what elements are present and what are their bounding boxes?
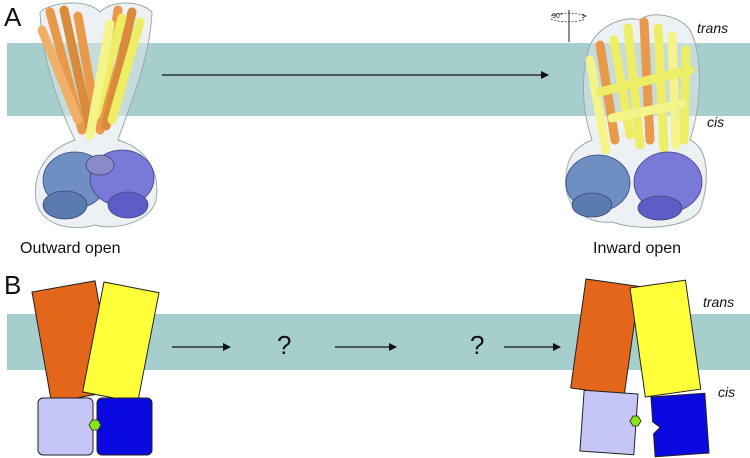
cis-label-a: cis xyxy=(707,114,725,130)
rotation-indicator xyxy=(550,10,587,42)
trans-label-b: trans xyxy=(703,294,735,310)
tmd-yellow-block-inward xyxy=(629,279,702,398)
nbd-domains-outward xyxy=(42,149,155,220)
tmd-helices-inward xyxy=(585,17,695,155)
nbd-blue-block xyxy=(96,397,153,456)
nbd-lavender-block-inward xyxy=(579,389,639,456)
cis-label-b: cis xyxy=(718,384,736,400)
nbd-blue-block-inward xyxy=(650,392,710,458)
intermediate-mark-1: ? xyxy=(277,330,292,360)
panel-a-label: A xyxy=(4,2,22,32)
panel-b-label: B xyxy=(4,270,22,300)
intermediate-mark-2: ? xyxy=(470,330,485,360)
outward-open-label: Outward open xyxy=(20,240,121,257)
outward-open-cartoon xyxy=(31,280,160,456)
inward-open-label: Inward open xyxy=(593,240,682,257)
rotation-label: 90° xyxy=(552,13,563,20)
inward-open-structure xyxy=(565,14,707,228)
tmd-yellow-block xyxy=(82,281,160,404)
inward-open-cartoon xyxy=(570,278,710,458)
outward-open-structure xyxy=(34,2,158,228)
tmd-helices-outward xyxy=(37,5,145,140)
atp-marker-inward xyxy=(629,415,642,427)
nbd-lavender-block xyxy=(37,397,94,456)
atp-marker-outward xyxy=(88,419,102,431)
nbd-domains-inward xyxy=(565,151,703,221)
tmd-orange-block-inward xyxy=(570,278,641,397)
trans-label-a: trans xyxy=(697,20,729,36)
